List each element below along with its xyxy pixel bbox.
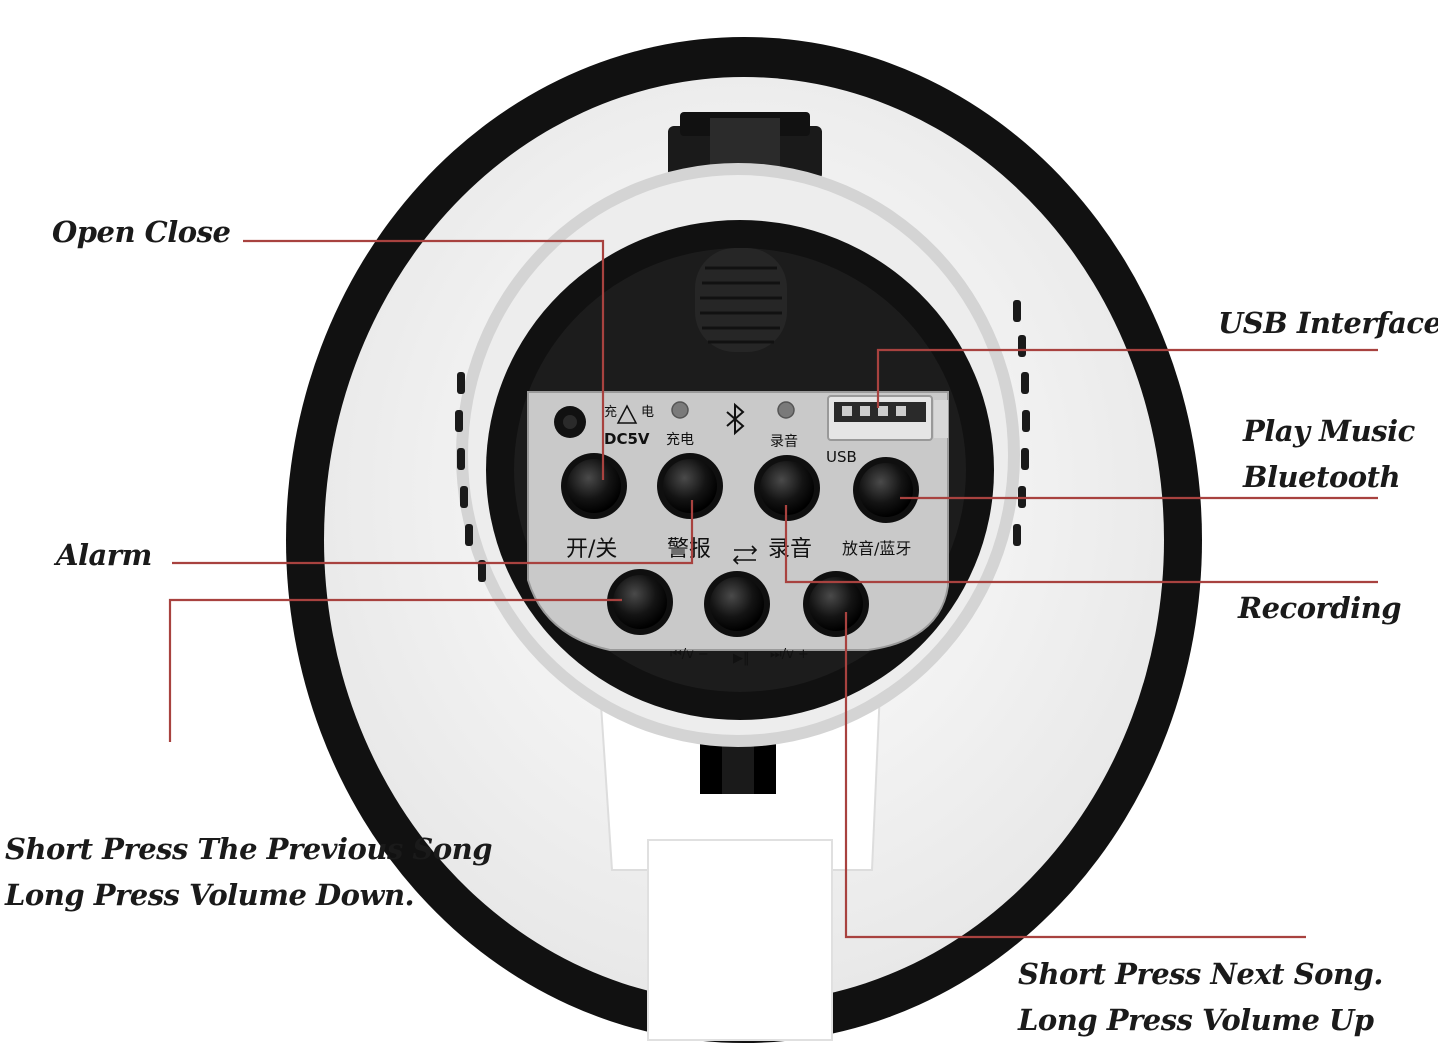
btn-label-prev: ⏮/v − xyxy=(670,647,709,662)
led-record-indicator xyxy=(777,401,795,419)
leader-usb xyxy=(876,348,1378,408)
leader-recording xyxy=(784,505,1378,584)
callout-short-press-next: Short Press Next Song. Long Press Volume… xyxy=(1018,957,1383,1037)
next-button[interactable] xyxy=(803,571,869,637)
btn-label-playpause: ▶‖ xyxy=(733,651,750,666)
warning-icon xyxy=(616,404,638,424)
callout-open-close: Open Close xyxy=(52,215,231,249)
callout-usb-interface: USB Interface xyxy=(1218,306,1438,340)
speaker-grille xyxy=(695,248,787,352)
alarm-button[interactable] xyxy=(657,453,723,519)
led-charge-indicator xyxy=(671,401,689,419)
bluetooth-icon xyxy=(726,402,745,436)
btn-label-next: ⏭/v + xyxy=(770,647,809,662)
led-label-record: 录音 xyxy=(770,433,798,450)
led-label-charge: 充电 xyxy=(666,432,694,448)
dc-label: DC5V xyxy=(604,430,650,448)
previous-button[interactable] xyxy=(607,569,673,635)
btn-label-power: 开/关 xyxy=(566,537,617,562)
callout-play-music-bluetooth: Play Music Bluetooth xyxy=(1243,414,1415,494)
btn-label-record: 录音 xyxy=(768,537,812,562)
usb-port[interactable] xyxy=(827,395,948,441)
play-bluetooth-button[interactable] xyxy=(853,457,919,523)
power-label-top-2: 电 xyxy=(641,405,654,420)
record-button[interactable] xyxy=(754,455,820,521)
play-pause-button[interactable] xyxy=(704,571,770,637)
callout-recording: Recording xyxy=(1238,591,1402,625)
leader-open-close xyxy=(243,239,605,480)
power-label-top: 充 xyxy=(604,404,617,420)
mode-switch-icon xyxy=(732,545,758,565)
btn-label-play: 放音/蓝牙 xyxy=(842,539,911,558)
leader-next xyxy=(844,612,1306,939)
leader-previous xyxy=(168,598,622,742)
callout-alarm: Alarm xyxy=(56,538,152,572)
power-button[interactable] xyxy=(561,453,627,519)
dc-jack xyxy=(554,406,586,438)
usb-label: USB xyxy=(826,448,857,466)
leader-alarm xyxy=(172,500,694,565)
btn-label-alarm: 警报 xyxy=(667,537,711,562)
callout-short-press-previous: Short Press The Previous Song Long Press… xyxy=(5,832,493,912)
